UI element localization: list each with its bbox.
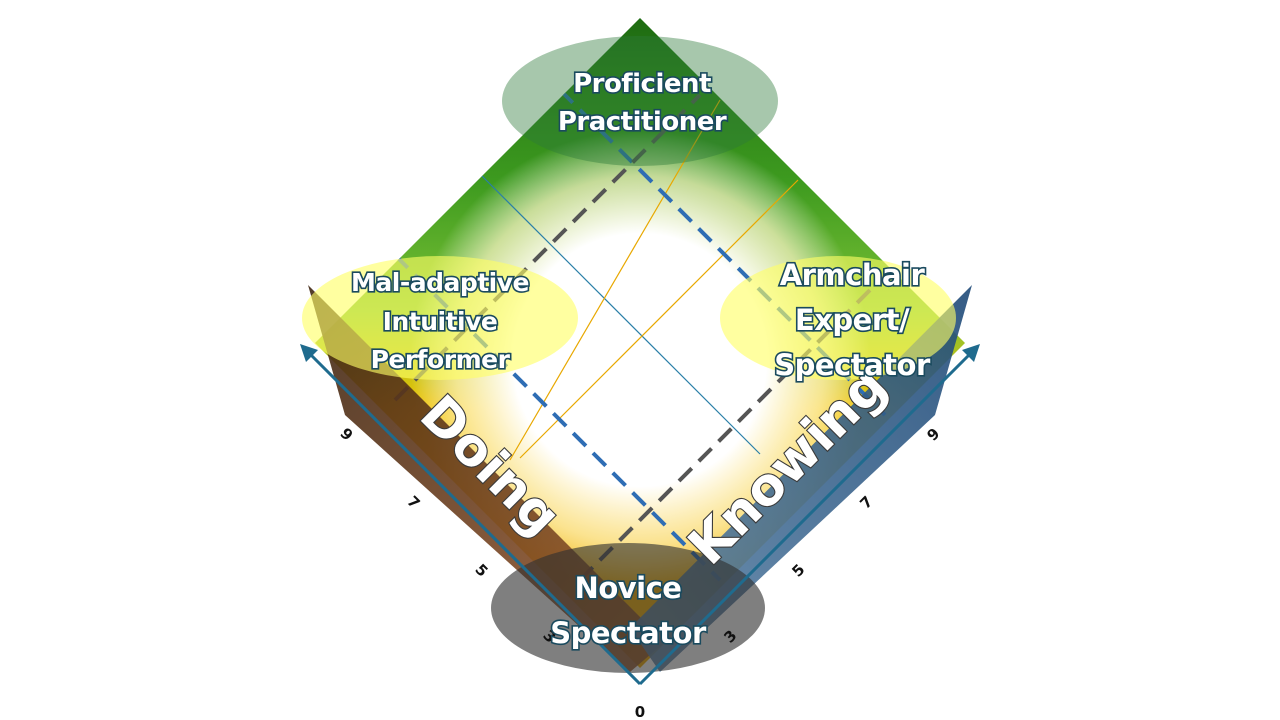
region-top-line-1: Proficient xyxy=(573,69,711,99)
region-right-label: Armchair Expert/ Spectator xyxy=(773,256,933,383)
inner-grid-lines xyxy=(481,99,799,461)
region-bottom-ellipse xyxy=(491,543,765,673)
region-left-line-1: Mal-adaptive xyxy=(351,268,529,297)
region-right-line-2: Expert/ xyxy=(795,303,910,337)
region-left-line-3: Performer xyxy=(371,345,511,374)
region-top-line-2: Practitioner xyxy=(558,107,727,137)
region-top-label: Proficient Practitioner xyxy=(556,67,729,138)
origin-label: 0 xyxy=(635,703,645,720)
region-bottom-line-1: Novice xyxy=(575,571,682,605)
region-bottom-label: Novice Spectator xyxy=(549,569,709,651)
knowing-tick-9: 9 xyxy=(923,424,943,444)
region-right-line-1: Armchair xyxy=(780,258,926,292)
knowing-tick-5: 5 xyxy=(788,560,808,580)
region-right-line-3: Spectator xyxy=(774,348,931,382)
knowing-tick-7: 7 xyxy=(856,492,876,512)
region-top-ellipse xyxy=(502,36,778,166)
region-left-ellipse xyxy=(302,256,578,380)
doing-tick-5: 5 xyxy=(471,560,491,580)
doing-tick-9: 9 xyxy=(336,424,356,444)
doing-tick-7: 7 xyxy=(403,492,423,512)
axis-lines xyxy=(300,344,980,686)
region-right-ellipse xyxy=(720,256,956,380)
region-bottom-line-2: Spectator xyxy=(550,616,707,650)
region-left-label: Mal-adaptive Intuitive Performer xyxy=(349,266,531,375)
region-left-line-2: Intuitive xyxy=(383,307,498,336)
